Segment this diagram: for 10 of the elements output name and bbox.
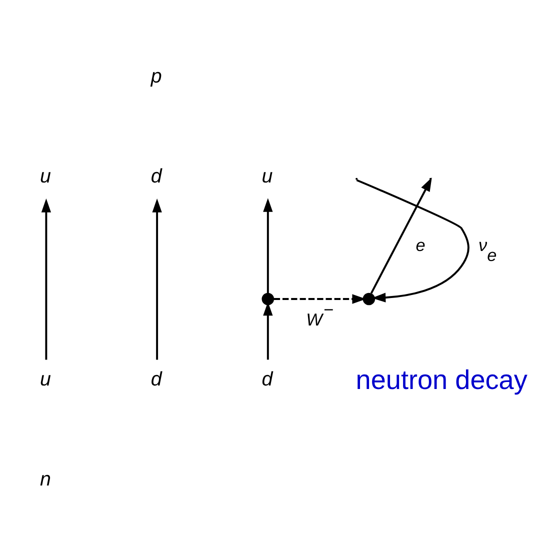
label: neutron decay <box>356 364 528 395</box>
node-text: u <box>40 368 51 390</box>
node-text: d <box>150 368 162 390</box>
edge-label: e <box>416 234 426 255</box>
node-text: d <box>262 368 273 390</box>
label: p <box>150 65 162 88</box>
node-text: u <box>40 164 51 187</box>
node-text: d <box>150 164 162 187</box>
label: n <box>40 468 51 490</box>
node-text: u <box>262 164 273 187</box>
